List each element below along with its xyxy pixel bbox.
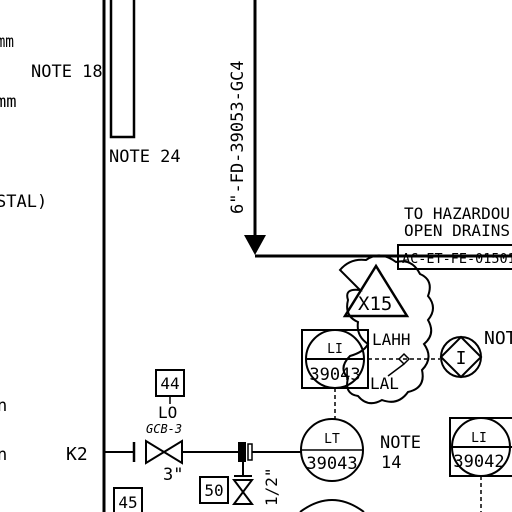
line-spec-label: 6"-FD-39053-GC4 — [228, 60, 248, 214]
alarm-high-label: LAHH — [372, 330, 411, 349]
li-39042-number: 39042 — [453, 452, 504, 472]
destination-line1: TO HAZARDOU — [404, 204, 510, 223]
union-fitting-b — [247, 443, 253, 461]
note-cut-label: NOT — [484, 328, 512, 349]
note-14-line2: 14 — [381, 453, 401, 473]
valve-type-label: GCB-3 — [146, 422, 182, 436]
stal-label: STAL) — [0, 192, 47, 212]
union-fitting — [238, 442, 246, 462]
box-50-label: 50 — [204, 481, 223, 500]
note-18-label: NOTE 18 — [31, 62, 103, 82]
li-39042-tag: LI — [471, 431, 487, 446]
lt-39043-number: 39043 — [306, 454, 357, 474]
mm-label-bottom: mm — [0, 92, 16, 112]
mm-label-top: mm — [0, 31, 14, 51]
valve-status-label: LO — [158, 403, 177, 422]
box-45 — [113, 487, 143, 512]
k2-label: K2 — [66, 444, 88, 465]
destination-line2: OPEN DRAINS — [404, 221, 510, 240]
revision-triangle — [342, 263, 410, 318]
destination-ref-label: AC-ET-FE-01501 — [402, 251, 512, 267]
flow-arrow — [244, 235, 266, 255]
revision-triangle-label: X15 — [358, 293, 392, 315]
interlock-diamond — [439, 335, 483, 379]
small-size-label: 1/2" — [262, 467, 281, 506]
interlock-tag: I — [456, 348, 467, 369]
valve-size-label: 3" — [163, 465, 183, 485]
drain-valve-b — [232, 490, 254, 505]
destination-ref-box — [397, 244, 512, 270]
gate-valve-3in-b — [162, 439, 183, 465]
revision-cloud — [338, 254, 434, 405]
li-39043-tag: LI — [327, 342, 343, 357]
lt-39043-tag: LT — [324, 432, 340, 447]
box-44-label: 44 — [160, 374, 179, 393]
drain-valve — [232, 479, 254, 494]
dip-tube — [109, 0, 136, 139]
n-label-bottom: n — [0, 445, 7, 465]
n-label-top: n — [0, 396, 7, 416]
note-14-line1: NOTE — [380, 433, 421, 453]
li-39043-number: 39043 — [309, 365, 360, 385]
box-45-label: 45 — [118, 493, 137, 512]
bottom-bubble-partial — [299, 499, 365, 512]
alarm-low-label: LAL — [370, 374, 399, 393]
box-50 — [199, 476, 229, 504]
gate-valve-3in — [145, 439, 166, 465]
note-24-label: NOTE 24 — [109, 147, 181, 167]
alarm-low-leader — [387, 363, 405, 377]
